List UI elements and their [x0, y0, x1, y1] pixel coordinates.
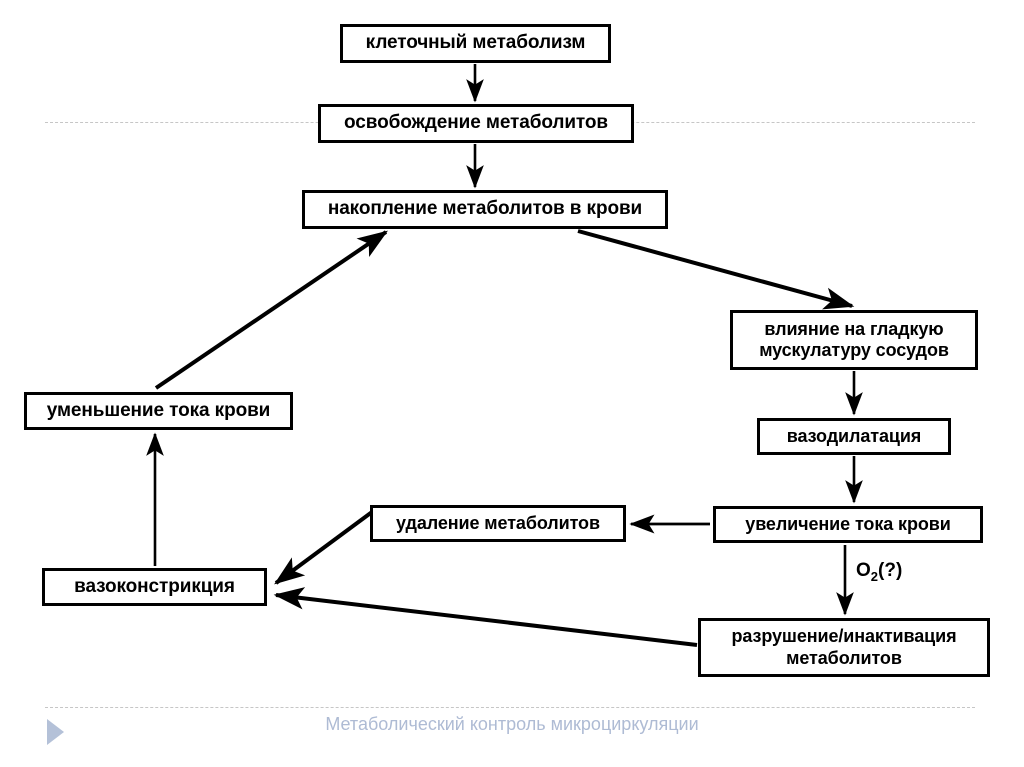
- node-label-line2: метаболитов: [786, 647, 902, 668]
- node-cell-metabolism[interactable]: клеточный метаболизм: [340, 24, 611, 63]
- node-label: накопление метаболитов в крови: [327, 198, 643, 220]
- node-label: вазодилатация: [786, 425, 922, 446]
- node-label: влияние на гладкую мускулатуру сосудов: [747, 319, 961, 361]
- edge-decrease-flow-to-accumulation: [154, 230, 388, 390]
- node-vasoconstriction[interactable]: вазоконстрикция: [42, 568, 267, 606]
- o2-main: O: [856, 560, 871, 581]
- node-removal[interactable]: удаление метаболитов: [370, 505, 626, 542]
- node-label: клеточный метаболизм: [365, 32, 586, 54]
- node-accumulation[interactable]: накопление метаболитов в крови: [302, 190, 668, 229]
- play-triangle-icon: [47, 719, 64, 745]
- node-label: уменьшение тока крови: [46, 399, 271, 421]
- node-label-line2: мускулатуру сосудов: [759, 340, 949, 360]
- o2-tail: (?): [878, 560, 903, 581]
- node-label: вазоконстрикция: [74, 575, 235, 597]
- node-label: увеличение тока крови: [745, 513, 951, 534]
- guide-line-bottom: [45, 707, 975, 708]
- node-label-line1: разрушение/инактивация: [731, 626, 957, 647]
- node-destruction[interactable]: разрушение/инактивация метаболитов: [698, 618, 990, 677]
- footer-caption: Метаболический контроль микроциркуляции: [325, 714, 699, 734]
- node-label-line1: влияние на гладкую: [764, 318, 944, 339]
- edge-accumulation-to-smooth-muscle: [577, 229, 855, 310]
- node-label: удаление метаболитов: [396, 512, 600, 533]
- node-label: разрушение/инактивация метаболитов: [719, 626, 968, 668]
- node-vasodilation[interactable]: вазодилатация: [757, 418, 951, 455]
- edge-removal-to-vasoconstriction: [274, 510, 374, 585]
- node-increase-flow[interactable]: увеличение тока крови: [713, 506, 983, 543]
- node-label: освобождение метаболитов: [344, 112, 608, 134]
- node-decrease-flow[interactable]: уменьшение тока крови: [24, 392, 293, 430]
- node-release[interactable]: освобождение метаболитов: [318, 104, 634, 143]
- node-smooth-muscle[interactable]: влияние на гладкую мускулатуру сосудов: [730, 310, 978, 370]
- o2-subscript: 2: [870, 568, 879, 584]
- edge-label-o2-question: O2(?): [856, 560, 902, 584]
- edge-destruction-to-vasoconstriction: [273, 587, 698, 647]
